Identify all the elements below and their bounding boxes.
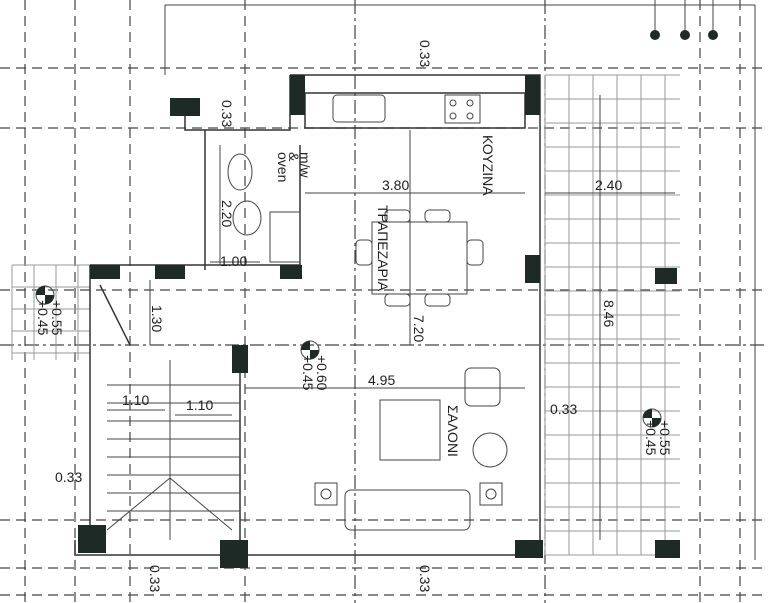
sofa-icon [344,489,471,531]
dim-interior-length: 7.20 [411,315,427,342]
labels: 0.33 0.33 ΚΟΥΖΙΝΑ 3.80 2.40 oven&m/w 2.2… [35,40,673,592]
living-furniture [314,367,508,531]
stove-icon [444,94,481,124]
level-terrace: +0.55+0.45 [643,420,673,456]
dim-terrace-length: 8.46 [601,300,617,327]
dim-wc-offset: 0.33 [219,100,235,127]
dim-left-wall: 0.33 [55,469,82,485]
dim-right-wall: 0.33 [550,401,577,417]
toilet-icon [227,153,253,191]
dim-stair-right: 1.10 [186,397,213,413]
terrace-tiles [11,74,680,556]
level-markers [35,285,662,428]
dim-living-width: 4.95 [368,372,395,388]
kitchen-fixtures [332,94,481,124]
doors [99,284,131,346]
sink-icon [332,94,386,123]
room-kitchen: ΚΟΥΖΙΝΑ [480,135,496,196]
dining-table [355,209,484,307]
dim-entry-depth: 1.30 [149,305,165,332]
dim-kitchen-width: 3.80 [382,177,409,193]
basin-icon [232,200,262,236]
dim-stair-left: 1.10 [122,392,149,408]
room-living: ΣΑΛΟΝΙ [445,405,461,457]
dim-bottom-left: 0.33 [147,565,163,592]
dim-top-offset: 0.33 [417,40,433,67]
staircase [106,360,240,540]
dim-bottom-center: 0.33 [417,565,433,592]
dimension-lines [107,95,675,540]
dim-terrace-width: 2.40 [595,177,622,193]
level-interior: +0.60+0.45 [300,355,330,391]
walls [74,74,680,568]
room-dining: ΤΡΑΠΕΖΑΡΙΑ [375,205,391,292]
tile-grid [11,264,90,360]
wc-fixtures [227,153,301,263]
tile-grid [544,74,680,556]
top-right-posts [650,0,718,40]
dim-wc-width: 1.00 [220,253,247,269]
dim-wc-length: 2.20 [219,200,235,227]
level-entry: +0.55+0.45 [35,300,65,336]
appliance-note: oven&m/w [275,152,313,182]
